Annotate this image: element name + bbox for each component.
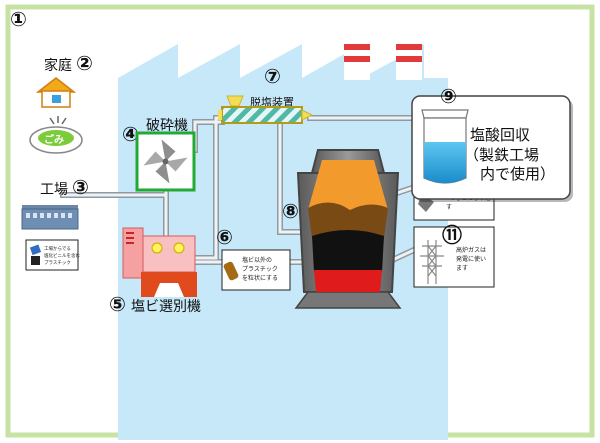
chimney-left xyxy=(344,42,370,80)
marker-5: ⑤ xyxy=(109,292,126,316)
blast-furnace xyxy=(294,149,402,309)
factory-note-line-1: 工場からでる xyxy=(44,245,71,252)
power-tower-icon xyxy=(420,240,444,284)
factory-icon xyxy=(21,205,79,230)
pellet-note-line-3: を粒状にする xyxy=(242,274,278,282)
gas-note: 高炉ガスは 発電に使い ます xyxy=(413,226,495,288)
pellet-note-line-1: 塩ビ以外の xyxy=(242,256,272,264)
dechlorinator-machine xyxy=(218,95,314,124)
crusher-label: 破砕機 xyxy=(146,118,188,134)
home-label: 家庭 xyxy=(44,57,72,74)
partial-note-text-2: す xyxy=(446,204,452,211)
crusher-machine xyxy=(135,131,196,192)
marker-8: ⑧ xyxy=(282,199,299,223)
hcl-callout-line-3: 内で使用） xyxy=(480,165,555,183)
hcl-callout-line-2: （製鉄工場 xyxy=(464,146,539,164)
pellet-note: 塩ビ以外の プラスチック を粒状にする xyxy=(221,249,291,291)
marker-2: ② xyxy=(76,51,93,75)
marker-4: ④ xyxy=(122,122,139,146)
factory-note-line-2: 塩化ビニルを含む xyxy=(44,252,80,259)
crusher-blade-icon xyxy=(143,139,188,184)
pvc-separator-label: 塩ビ選別機 xyxy=(131,299,201,315)
factory-building xyxy=(118,44,448,440)
marker-9: ⑨ xyxy=(440,84,457,108)
hcl-callout: 塩酸回収 （製鉄工場 内で使用） xyxy=(411,95,573,202)
house-icon xyxy=(35,77,77,108)
gas-note-line-3: ます xyxy=(456,265,468,272)
marker-11: ⑪ xyxy=(442,223,462,247)
marker-3: ③ xyxy=(72,175,89,199)
chimney-right xyxy=(396,42,422,80)
factory-note-line-3: プラスチック xyxy=(44,260,71,266)
garbage-icon xyxy=(29,116,83,154)
gas-note-line-1: 高炉ガスは xyxy=(456,246,486,254)
factory-plastic-note: 工場からでる 塩化ビニルを含む プラスチック xyxy=(25,239,80,271)
pvc-separator-machine xyxy=(122,227,197,297)
gas-note-line-2: 発電に使い xyxy=(456,255,486,263)
marker-7: ⑦ xyxy=(264,64,281,88)
marker-1: ① xyxy=(10,7,27,31)
marker-6: ⑥ xyxy=(216,225,233,249)
hcl-callout-line-1: 塩酸回収 xyxy=(470,126,530,144)
beaker-icon xyxy=(421,109,469,184)
pellet-icon xyxy=(223,261,239,281)
factory-label: 工場 xyxy=(40,182,68,198)
pellet-note-line-2: プラスチック xyxy=(242,266,278,273)
dechlorinator-label: 脱塩装置 xyxy=(250,95,294,109)
gomi-label: ごみ xyxy=(44,133,64,146)
